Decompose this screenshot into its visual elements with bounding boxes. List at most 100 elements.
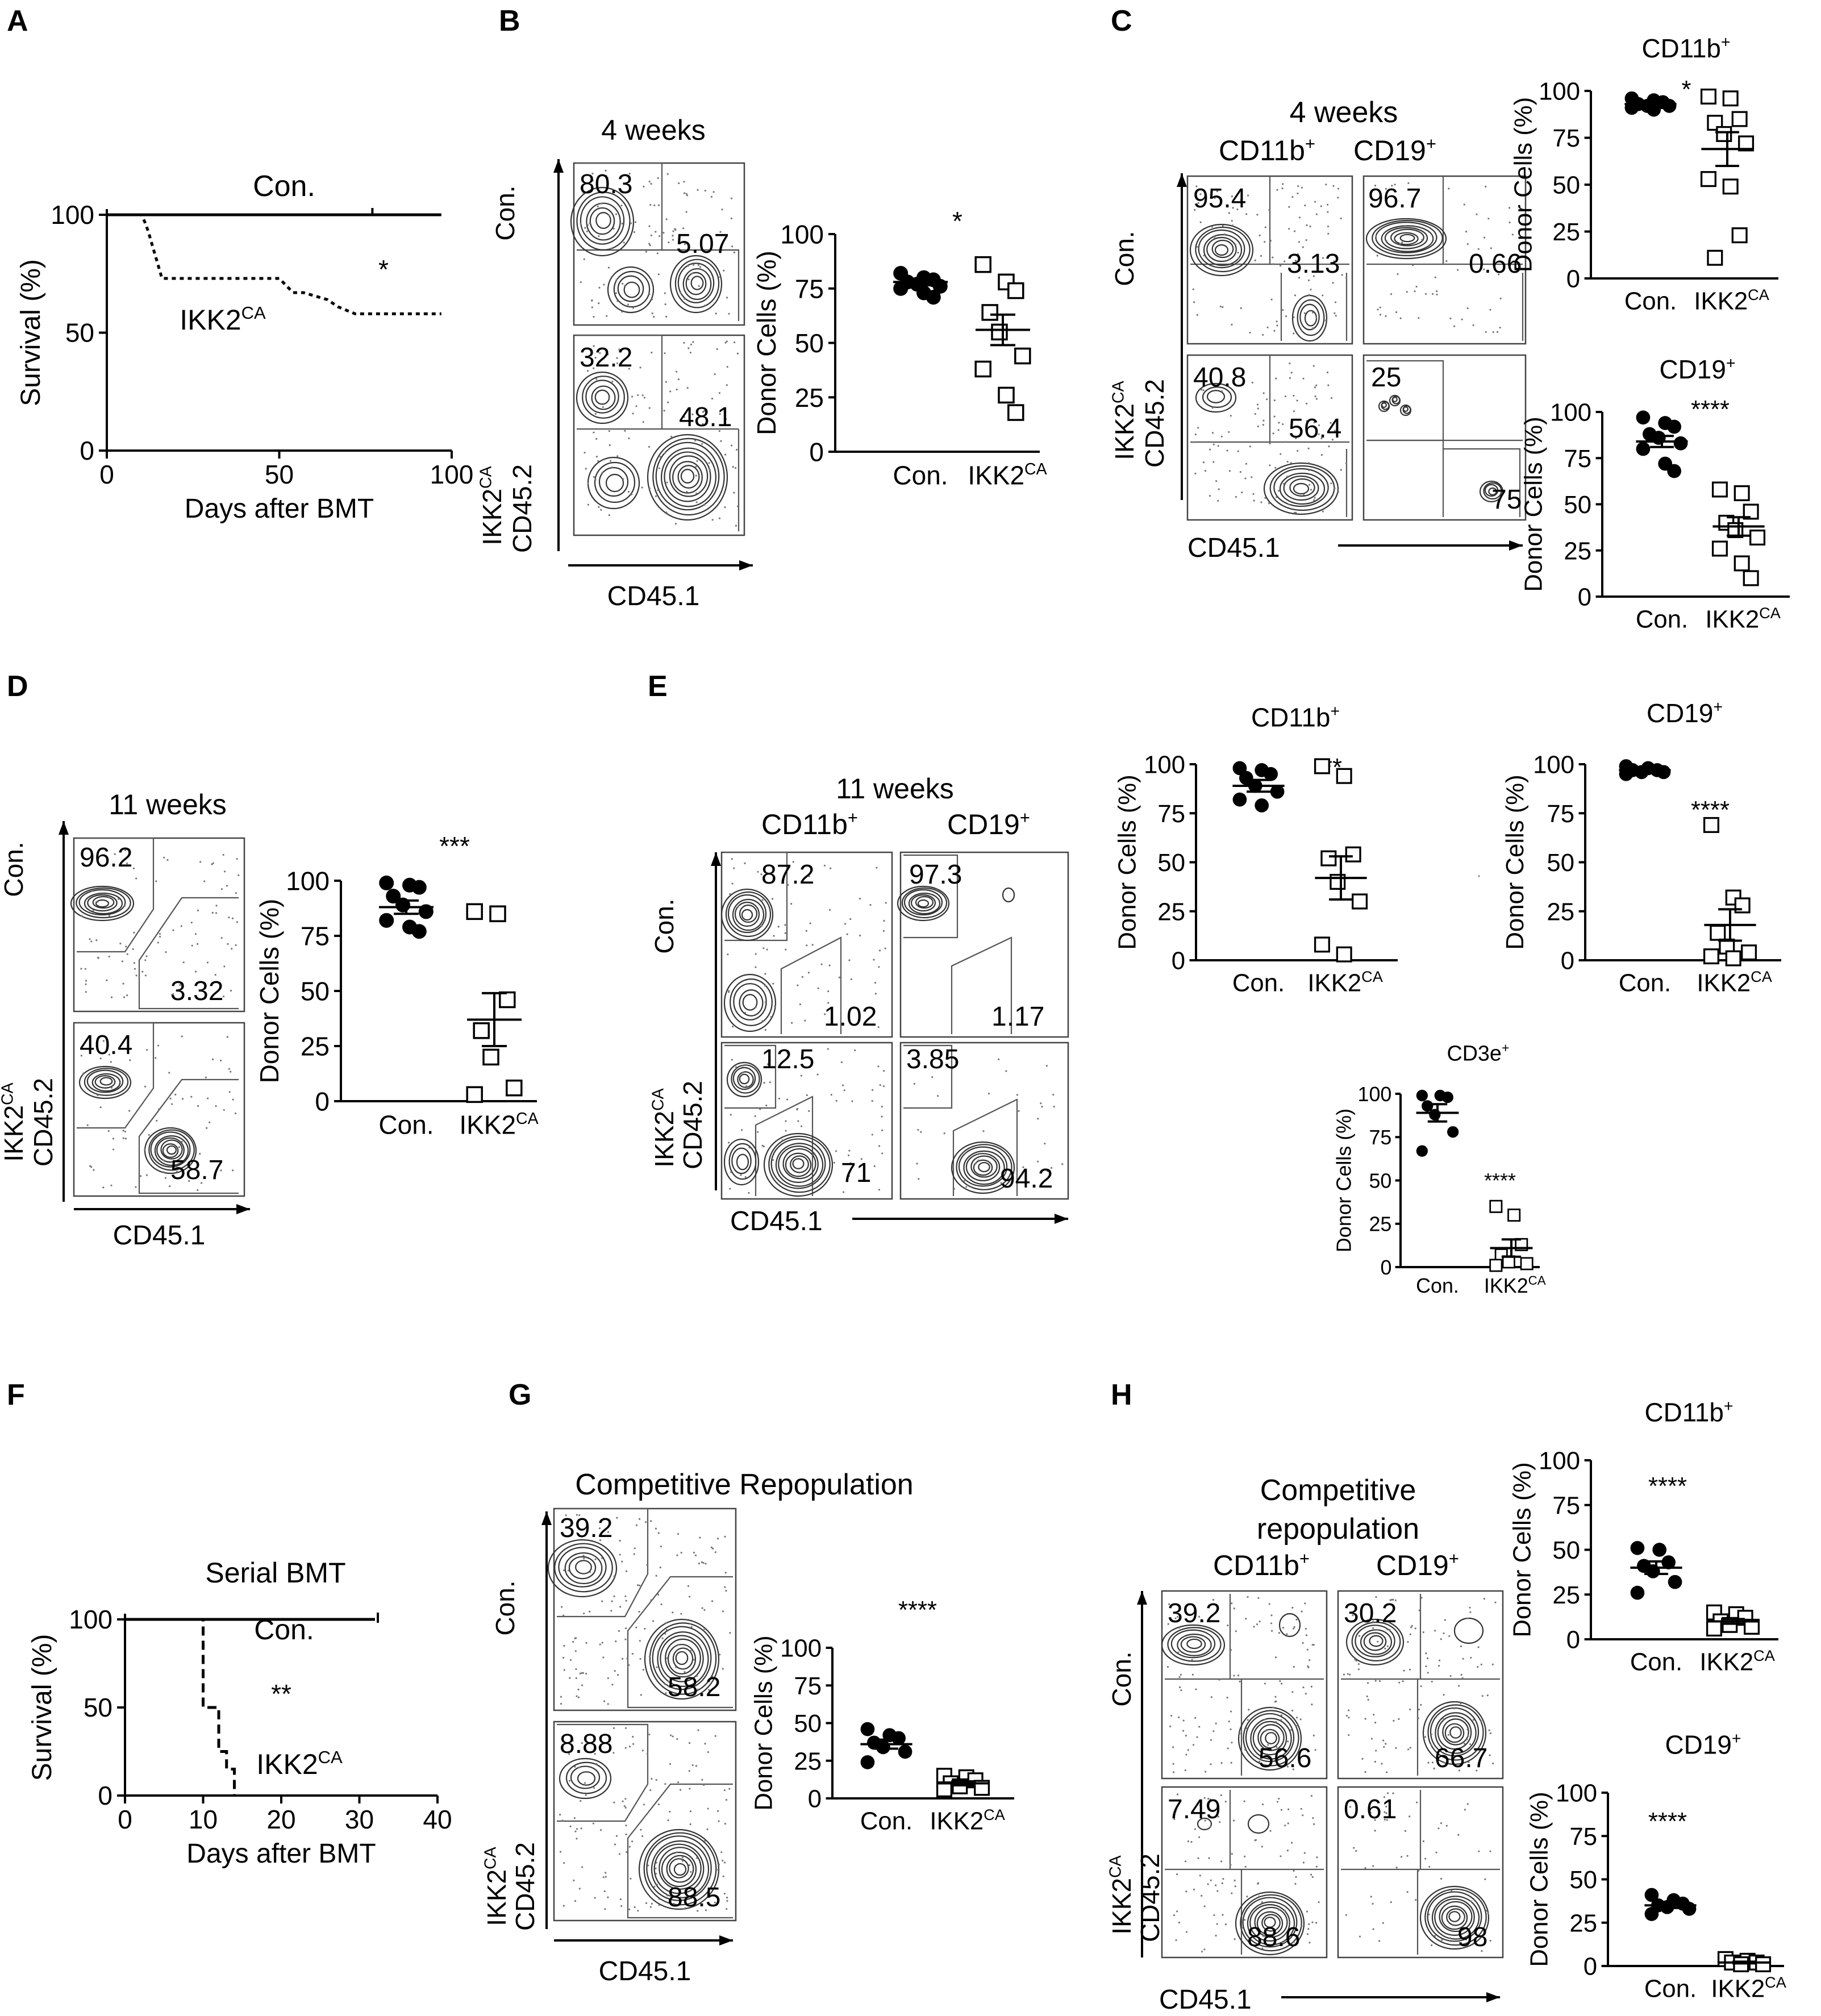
gate-polygon bbox=[662, 249, 740, 321]
event-dot bbox=[200, 1182, 203, 1184]
event-dot bbox=[716, 1902, 718, 1905]
event-dot bbox=[1310, 288, 1312, 291]
event-dot bbox=[754, 1115, 756, 1117]
y-tick-label: 100 bbox=[780, 220, 824, 249]
event-dot bbox=[1231, 323, 1233, 326]
event-dot bbox=[1316, 1856, 1318, 1859]
event-dot bbox=[1385, 315, 1387, 318]
x-axis-label: CD45.1 bbox=[599, 1956, 691, 1986]
event-dot bbox=[1328, 445, 1330, 448]
event-dot bbox=[616, 362, 619, 364]
event-dot bbox=[1472, 1719, 1475, 1721]
event-dot bbox=[718, 430, 720, 432]
event-dot bbox=[164, 1177, 166, 1179]
contour-line bbox=[1237, 1706, 1302, 1771]
event-dot bbox=[730, 1114, 732, 1116]
event-dot bbox=[138, 976, 140, 978]
contour-line bbox=[1247, 1814, 1270, 1834]
event-dot bbox=[770, 1016, 772, 1018]
data-point-con bbox=[1682, 1902, 1697, 1916]
event-dot bbox=[145, 1174, 148, 1176]
event-dot bbox=[792, 861, 794, 863]
arrow-head-icon bbox=[59, 821, 69, 835]
event-dot bbox=[620, 1905, 623, 1907]
event-dot bbox=[1374, 1722, 1377, 1724]
event-dot bbox=[1191, 1673, 1194, 1676]
event-dot bbox=[1282, 423, 1284, 426]
contour-line bbox=[667, 1644, 697, 1675]
event-dot bbox=[1207, 1798, 1210, 1800]
event-dot bbox=[755, 938, 757, 940]
event-dot bbox=[1286, 1765, 1289, 1768]
event-dot bbox=[1286, 1850, 1289, 1852]
event-dot bbox=[703, 503, 706, 506]
event-dot bbox=[1369, 1811, 1372, 1814]
event-dot bbox=[762, 947, 765, 949]
event-dot bbox=[1199, 221, 1202, 223]
flow-plot-frame bbox=[1337, 1590, 1504, 1780]
event-dot bbox=[705, 1909, 707, 1911]
event-dot bbox=[614, 1670, 616, 1672]
y-axis-label: Donor Cells (%) bbox=[750, 1635, 778, 1810]
contour-line bbox=[91, 1073, 121, 1092]
event-dot bbox=[726, 340, 728, 343]
data-point-ikk2ca bbox=[1716, 126, 1732, 142]
event-dot bbox=[1367, 1698, 1369, 1701]
contour-line bbox=[653, 1843, 705, 1894]
event-dot bbox=[881, 1152, 884, 1155]
event-dot bbox=[763, 1082, 765, 1084]
event-dot bbox=[710, 1546, 712, 1548]
event-dot bbox=[655, 495, 657, 497]
event-dot bbox=[135, 877, 137, 880]
contour-line bbox=[613, 270, 651, 308]
event-dot bbox=[650, 182, 652, 185]
event-dot bbox=[1248, 1709, 1250, 1711]
event-dot bbox=[656, 1883, 658, 1886]
event-dot bbox=[1217, 445, 1219, 447]
contour-line bbox=[154, 1135, 189, 1166]
event-dot bbox=[705, 1563, 707, 1565]
event-dot bbox=[1508, 207, 1511, 209]
event-dot bbox=[1204, 470, 1207, 472]
event-dot bbox=[1449, 1937, 1452, 1939]
event-dot bbox=[1184, 1769, 1186, 1772]
x-category-con: Con. bbox=[1644, 1975, 1697, 2003]
event-dot bbox=[582, 1672, 585, 1674]
event-dot bbox=[724, 1535, 726, 1538]
flow-plot-frame bbox=[73, 837, 245, 1013]
event-dot bbox=[621, 1657, 624, 1660]
event-dot bbox=[1173, 1914, 1176, 1917]
event-dot bbox=[616, 357, 618, 359]
event-dot bbox=[621, 311, 623, 313]
contour-line bbox=[956, 1144, 1012, 1190]
event-dot bbox=[1245, 1618, 1247, 1620]
contour-line bbox=[725, 891, 772, 938]
event-dot bbox=[681, 1856, 684, 1859]
contour-line bbox=[1252, 1721, 1287, 1756]
event-dot bbox=[563, 1644, 565, 1647]
gate-value: 96.7 bbox=[1368, 184, 1421, 214]
event-dot bbox=[1422, 1631, 1424, 1634]
event-dot bbox=[220, 937, 223, 939]
event-dot bbox=[1286, 460, 1289, 463]
event-dot bbox=[1460, 1645, 1462, 1648]
event-dot bbox=[1257, 407, 1259, 410]
event-dot bbox=[1375, 1750, 1377, 1752]
event-dot bbox=[144, 1085, 147, 1088]
event-dot bbox=[764, 973, 766, 975]
event-dot bbox=[591, 180, 594, 182]
data-point-ikk2ca bbox=[1703, 817, 1719, 833]
event-dot bbox=[580, 281, 582, 284]
event-dot bbox=[665, 511, 668, 514]
event-dot bbox=[1315, 213, 1318, 215]
event-dot bbox=[601, 1519, 603, 1521]
x-category-ikk2ca: IKK2CA bbox=[1484, 1273, 1546, 1297]
event-dot bbox=[664, 352, 666, 355]
event-dot bbox=[699, 1536, 701, 1539]
event-dot bbox=[871, 1099, 873, 1102]
contour-line bbox=[669, 1858, 689, 1878]
event-dot bbox=[716, 1538, 719, 1540]
gate-polygon bbox=[951, 936, 1012, 1034]
event-dot bbox=[703, 305, 706, 307]
event-dot bbox=[1398, 1681, 1401, 1684]
